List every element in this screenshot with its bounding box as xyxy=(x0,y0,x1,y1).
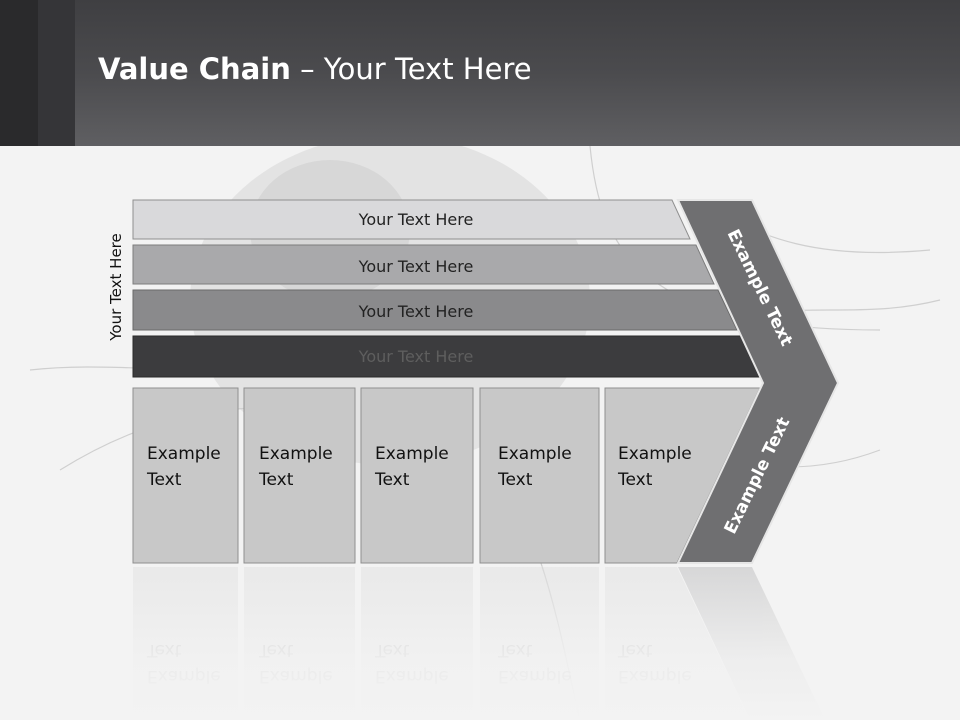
box-5-line2: Text xyxy=(617,470,653,490)
bar-3-label: Your Text Here xyxy=(358,302,474,321)
activity-box-3 xyxy=(360,387,474,564)
activity-box-2 xyxy=(243,387,356,564)
header-accent-strip xyxy=(0,0,38,146)
header-accent-strip-2 xyxy=(38,0,75,146)
box-5-line1: Example xyxy=(618,444,692,464)
box-3-line1: Example xyxy=(375,444,449,464)
activity-box-4 xyxy=(479,387,600,564)
box-3-line2: Text xyxy=(374,470,410,490)
bar-2-label: Your Text Here xyxy=(358,257,474,276)
box-1-line1: Example xyxy=(147,444,221,464)
title-bold: Value Chain xyxy=(98,52,291,86)
bar-4-label: Your Text Here xyxy=(358,347,474,366)
bar-1-label: Your Text Here xyxy=(358,210,474,229)
box-2-line1: Example xyxy=(259,444,333,464)
header-band: Value Chain – Your Text Here xyxy=(0,0,960,146)
box-4-line2: Text xyxy=(497,470,533,490)
reflection-fade xyxy=(0,566,960,720)
title-rest: – Your Text Here xyxy=(290,52,532,86)
box-2-line2: Text xyxy=(258,470,294,490)
box-1-line2: Text xyxy=(146,470,182,490)
side-label: Your Text Here xyxy=(107,233,125,341)
activity-box-1 xyxy=(132,387,239,564)
bar-2 xyxy=(132,244,715,285)
chevron-arrow xyxy=(676,199,840,564)
bar-1 xyxy=(132,199,691,240)
bar-3 xyxy=(132,289,738,331)
box-4-line1: Example xyxy=(498,444,572,464)
slide-title: Value Chain – Your Text Here xyxy=(98,52,532,86)
